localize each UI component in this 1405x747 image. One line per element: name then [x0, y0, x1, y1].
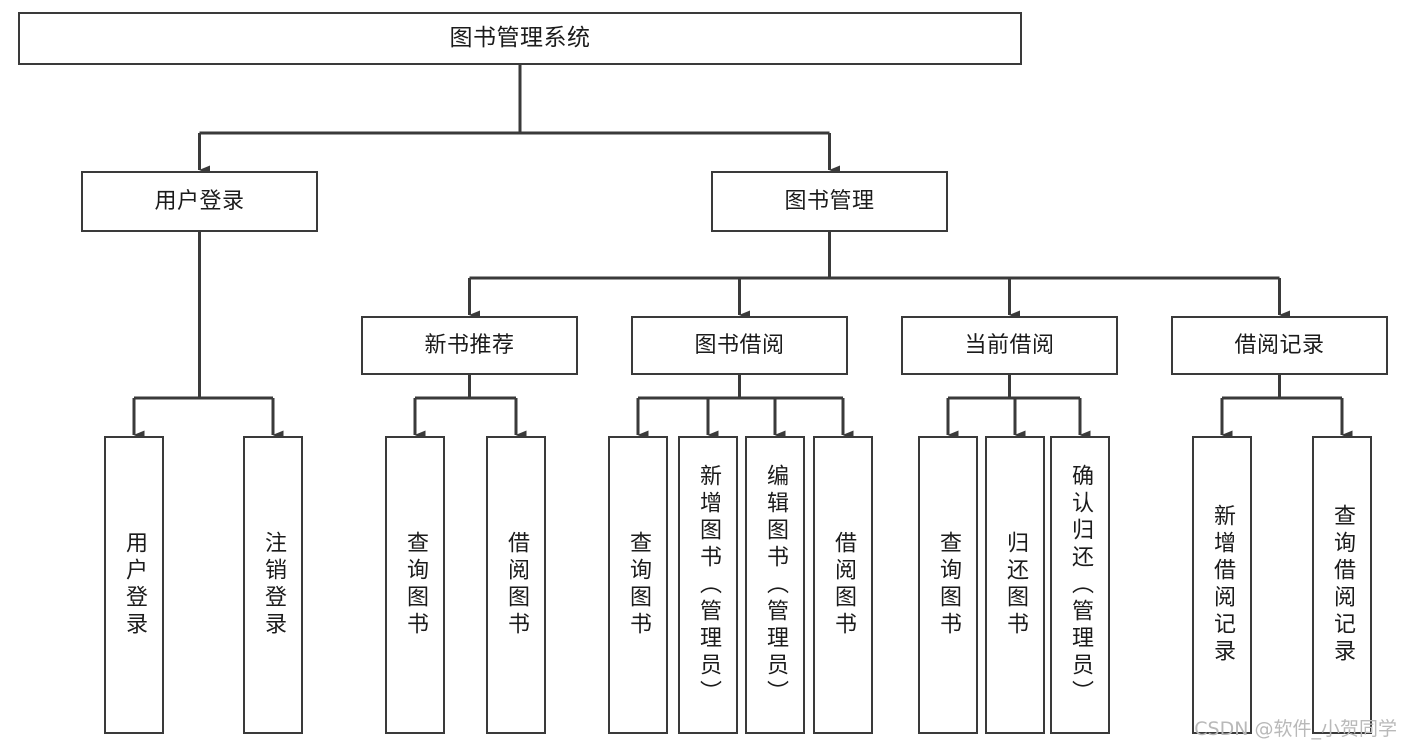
node-leaf-return-book[interactable]: 归还图书: [985, 436, 1045, 734]
node-label: 查询借阅记录: [1330, 504, 1355, 666]
node-label: 图书管理系统: [449, 24, 591, 51]
node-leaf-query-book-2[interactable]: 查询图书: [608, 436, 668, 734]
node-label: 新增借阅记录: [1210, 504, 1235, 666]
node-leaf-user-login[interactable]: 用户登录: [104, 436, 164, 734]
node-new-book-recommendation[interactable]: 新书推荐: [361, 316, 578, 375]
node-book-management[interactable]: 图书管理: [711, 171, 948, 232]
node-label: 借阅图书: [831, 531, 856, 639]
node-leaf-logout[interactable]: 注销登录: [243, 436, 303, 734]
node-leaf-edit-book-admin[interactable]: 编辑图书（管理员）: [745, 436, 805, 734]
node-label: 借阅记录: [1234, 332, 1325, 358]
node-label: 确认归还（管理员）: [1068, 463, 1093, 707]
node-label: 查询图书: [403, 531, 428, 639]
node-leaf-borrow-book-1[interactable]: 借阅图书: [486, 436, 546, 734]
node-label: 编辑图书（管理员）: [763, 463, 788, 707]
edge-paths: [132, 65, 1353, 440]
node-label: 图书管理: [784, 188, 875, 214]
node-label: 新增图书（管理员）: [696, 463, 721, 707]
node-label: 注销登录: [261, 531, 286, 639]
node-root-book-management-system[interactable]: 图书管理系统: [18, 12, 1022, 65]
node-label: 用户登录: [154, 188, 245, 214]
node-label: 查询图书: [936, 531, 961, 639]
node-label: 归还图书: [1003, 531, 1028, 639]
node-leaf-query-borrow-record[interactable]: 查询借阅记录: [1312, 436, 1372, 734]
node-label: 新书推荐: [424, 332, 515, 358]
node-book-borrowing[interactable]: 图书借阅: [631, 316, 848, 375]
node-label: 查询图书: [626, 531, 651, 639]
node-label: 图书借阅: [694, 332, 785, 358]
node-user-login[interactable]: 用户登录: [81, 171, 318, 232]
node-current-borrowing[interactable]: 当前借阅: [901, 316, 1118, 375]
node-leaf-query-book-1[interactable]: 查询图书: [385, 436, 445, 734]
node-leaf-confirm-return-admin[interactable]: 确认归还（管理员）: [1050, 436, 1110, 734]
watermark-text: CSDN @软件_小贺同学: [1194, 718, 1397, 740]
node-borrowing-records[interactable]: 借阅记录: [1171, 316, 1388, 375]
node-leaf-query-book-3[interactable]: 查询图书: [918, 436, 978, 734]
node-leaf-add-borrow-record[interactable]: 新增借阅记录: [1192, 436, 1252, 734]
node-label: 用户登录: [122, 531, 147, 639]
node-label: 借阅图书: [504, 531, 529, 639]
node-leaf-add-book-admin[interactable]: 新增图书（管理员）: [678, 436, 738, 734]
node-leaf-borrow-book-2[interactable]: 借阅图书: [813, 436, 873, 734]
node-label: 当前借阅: [964, 332, 1055, 358]
